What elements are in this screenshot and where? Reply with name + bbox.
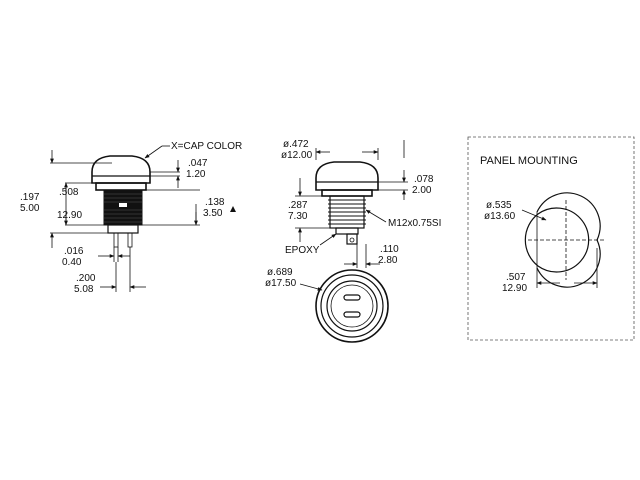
panel-frame	[467, 136, 635, 341]
dim-overall-in: .197	[20, 192, 40, 203]
dim-nut-dia-mm: ø17.50	[265, 278, 297, 289]
dim-cap-height-in: .047	[188, 158, 208, 169]
center-view: ø.472 ø12.00 .078 2.00 .287 7.30 M12x0.7…	[265, 139, 441, 343]
dim-hole-dia-mm: ø13.60	[484, 211, 516, 222]
dim-pitch-in: .200	[76, 273, 96, 284]
dim-pin-mm: 0.40	[62, 257, 82, 268]
pin-right	[127, 232, 133, 248]
threaded-body	[103, 189, 143, 226]
mounting-hole	[524, 207, 590, 273]
terminal-slot-bottom	[343, 311, 361, 318]
panel-title: PANEL MOUNTING	[480, 155, 578, 167]
dim-cap-dia-in: ø.472	[283, 139, 309, 150]
cap-shape-center	[315, 161, 379, 191]
terminal-slot-top	[343, 294, 361, 301]
terminal	[346, 233, 358, 245]
epoxy-label: EPOXY	[285, 245, 320, 256]
dim-overall-mm: 5.00	[20, 203, 40, 214]
dim-body-in: .508	[59, 187, 79, 198]
panel-mounting: PANEL MOUNTING ø.535 ø13.60 .507 12.90	[467, 136, 635, 341]
thread-label: M12x0.75SI	[388, 218, 441, 229]
dim-cap-gap-in: .078	[414, 174, 434, 185]
bezel	[95, 182, 147, 191]
dim-term-in: .110	[380, 244, 399, 255]
dim-nut-dia-in: ø.689	[267, 267, 293, 278]
dim-cap-gap-mm: 2.00	[412, 185, 432, 196]
dim-cap-dia-mm: ø12.00	[281, 150, 313, 161]
dim-offset-in: .138	[205, 197, 225, 208]
dim-thread-len-in: .287	[288, 200, 308, 211]
dim-offset-mm: 3.50	[203, 208, 223, 219]
cap-shape	[91, 155, 151, 184]
dim-thread-len-mm: 7.30	[288, 211, 308, 222]
nut-outer	[315, 269, 389, 343]
cap-color-label: X=CAP COLOR	[171, 141, 242, 152]
dim-cap-height-mm: 1.20	[186, 169, 206, 180]
dim-flat-mm: 12.90	[502, 283, 527, 294]
dim-flat-in: .507	[506, 272, 526, 283]
dim-pin-in: .016	[64, 246, 84, 257]
side-view: .197 5.00 .508 12.90 X=CAP COLOR .047 1.…	[20, 141, 242, 295]
dim-hole-dia-in: ø.535	[486, 200, 512, 211]
dim-pitch-mm: 5.08	[74, 284, 94, 295]
dim-term-mm: 2.80	[378, 255, 398, 266]
pin-left	[113, 232, 119, 248]
dim-body-mm: 12.90	[57, 210, 82, 221]
triangle-icon	[230, 206, 236, 212]
